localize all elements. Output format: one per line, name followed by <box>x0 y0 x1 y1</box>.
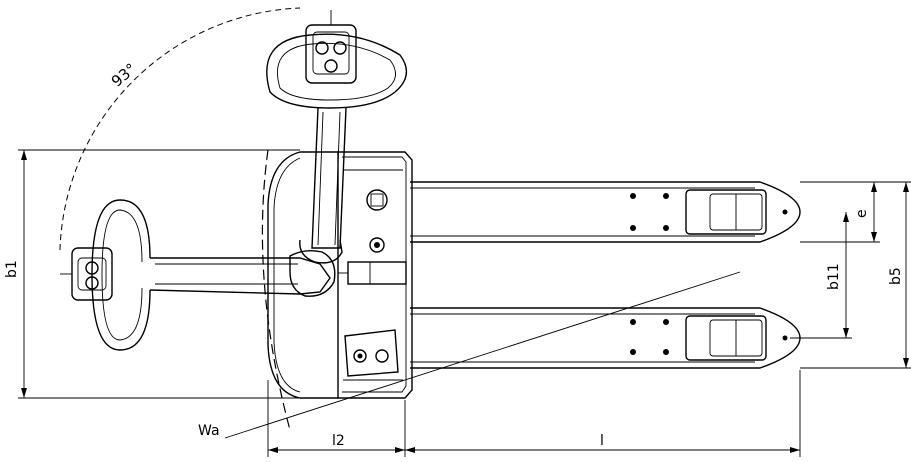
tiller-vertical <box>266 10 408 264</box>
swing-radius-line <box>261 149 291 431</box>
dimension-b5 <box>800 181 911 369</box>
dimension-l-label: l <box>600 433 604 449</box>
dimension-e-label: e <box>854 209 870 218</box>
dimension-b5-label: b5 <box>888 267 904 285</box>
truck-body <box>267 151 413 399</box>
dimension-wa-label: Wa <box>198 423 220 439</box>
dimension-b1-label: b1 <box>4 260 20 278</box>
tiller-swing-arc <box>59 7 301 251</box>
angle-label: 93° <box>108 60 140 91</box>
dimension-b1 <box>18 149 300 399</box>
upper-fork <box>410 181 801 243</box>
lower-fork <box>410 307 801 369</box>
tiller-horizontal <box>60 199 336 351</box>
dimension-l2-label: l2 <box>332 433 345 449</box>
dimension-b11-label: b11 <box>826 263 842 290</box>
turning-radius-line <box>224 271 741 439</box>
dimension-l2-l <box>267 370 801 457</box>
dimension-e <box>800 182 880 243</box>
dimension-b11 <box>790 212 852 339</box>
